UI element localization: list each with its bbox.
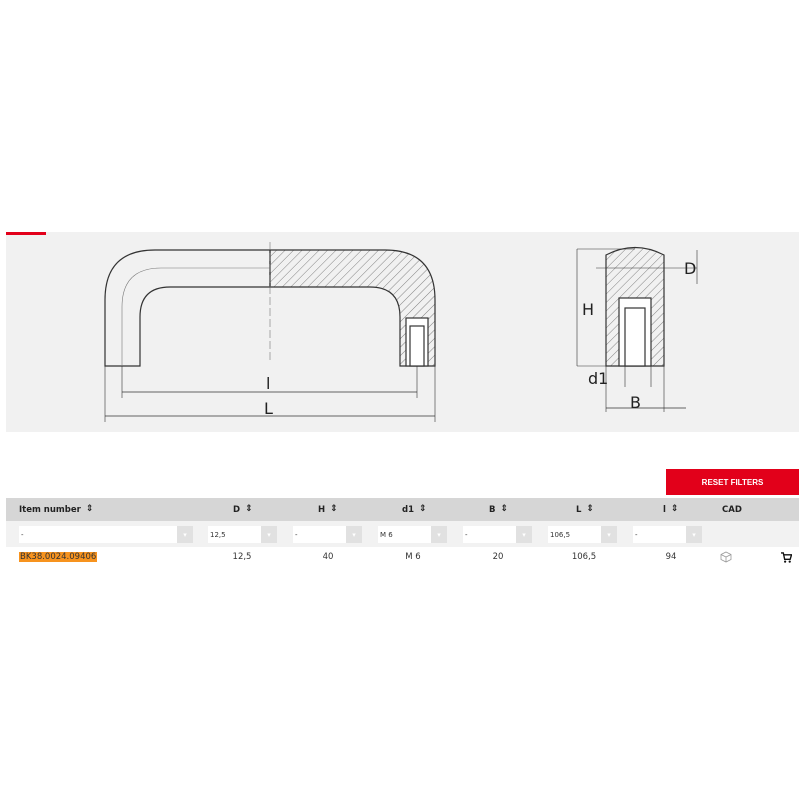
chevron-down-icon[interactable]: ▾	[516, 526, 532, 543]
column-label: CAD	[722, 504, 742, 515]
column-d1[interactable]: d1 ⇕	[402, 498, 427, 521]
column-label: H	[318, 504, 326, 515]
chevron-down-icon[interactable]: ▾	[686, 526, 702, 543]
sort-icon[interactable]: ⇕	[330, 504, 338, 514]
chevron-down-icon[interactable]: ▾	[601, 526, 617, 543]
filter-row: -▾ 12,5▾ -▾ M 6▾ -▾ 106,5▾ -▾	[6, 521, 799, 547]
sort-icon[interactable]: ⇕	[586, 504, 594, 514]
column-label: d1	[402, 504, 414, 515]
filter-D[interactable]: 12,5▾	[208, 526, 277, 543]
column-item-number[interactable]: Item number ⇕	[19, 498, 93, 521]
column-D[interactable]: D⇕	[233, 498, 253, 521]
column-B[interactable]: B⇕	[489, 498, 508, 521]
cell-B: 20	[492, 552, 504, 562]
chevron-down-icon[interactable]: ▾	[177, 526, 193, 543]
sort-icon[interactable]: ⇕	[500, 504, 509, 514]
column-l[interactable]: l⇕	[663, 498, 678, 521]
accent-bar	[6, 232, 46, 235]
filter-H[interactable]: -▾	[293, 526, 362, 543]
filter-d1[interactable]: M 6▾	[378, 526, 447, 543]
column-label: B	[489, 504, 496, 515]
column-label: L	[576, 504, 582, 515]
dim-d1-label: d1	[588, 369, 608, 388]
filter-L[interactable]: 106,5▾	[548, 526, 617, 543]
dim-B-label: B	[630, 393, 641, 412]
column-H[interactable]: H⇕	[318, 498, 338, 521]
filter-B[interactable]: -▾	[463, 526, 532, 543]
sort-icon[interactable]: ⇕	[245, 504, 253, 514]
cart-icon[interactable]	[781, 552, 792, 563]
dim-L-label: L	[264, 399, 273, 418]
item-number-link[interactable]: BK38.0024.09406	[19, 552, 98, 562]
sort-icon[interactable]: ⇕	[419, 504, 427, 514]
chevron-down-icon[interactable]: ▾	[431, 526, 447, 543]
cell-H: 40	[322, 552, 334, 562]
cell-d1: M 6	[405, 552, 421, 562]
reset-filters-button[interactable]: RESET FILTERS	[666, 469, 799, 495]
column-label: D	[233, 504, 241, 515]
cell-D: 12,5	[232, 552, 252, 562]
sort-icon[interactable]: ⇕	[85, 504, 94, 514]
chevron-down-icon[interactable]: ▾	[261, 526, 277, 543]
dim-D-label: D	[684, 259, 696, 278]
filter-l[interactable]: -▾	[633, 526, 702, 543]
sort-icon[interactable]: ⇕	[670, 504, 679, 514]
column-label: Item number	[19, 504, 81, 515]
dim-H-label: H	[582, 300, 594, 319]
cell-L: 106,5	[571, 552, 597, 562]
table-header: Item number⇕ D⇕ H⇕ d1⇕ B⇕ L⇕ l⇕ CAD	[6, 498, 799, 521]
cell-l: 94	[665, 552, 677, 562]
filter-item-number[interactable]: -▾	[19, 526, 193, 543]
handle-drawing: l L D H d1 B	[104, 242, 698, 422]
column-label: l	[663, 504, 666, 515]
dim-l-label: l	[266, 374, 270, 393]
column-cad: CAD	[722, 498, 742, 521]
cad-cube-icon[interactable]	[720, 551, 732, 563]
chevron-down-icon[interactable]: ▾	[346, 526, 362, 543]
column-L[interactable]: L⇕	[576, 498, 594, 521]
technical-drawing: l L D H d1 B	[6, 232, 799, 432]
